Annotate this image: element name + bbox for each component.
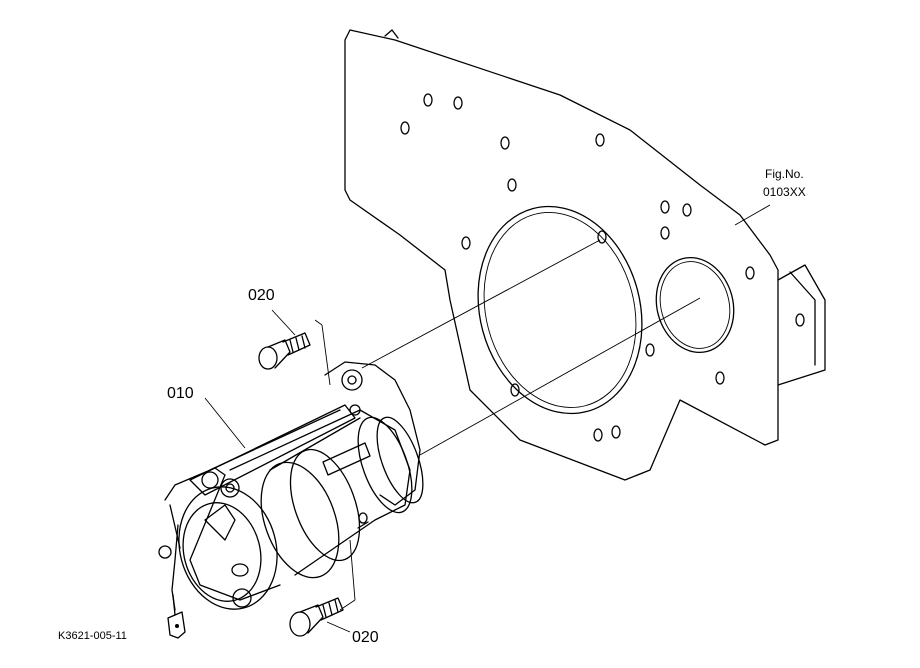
drawing-code: K3621-005-11	[58, 630, 127, 642]
part-label-020-bottom: 020	[352, 629, 379, 646]
starter-motor-icon	[158, 361, 424, 639]
engine-plate-icon	[344, 29, 826, 481]
fig-no-value: 0103XX	[763, 185, 806, 199]
fig-no-label: Fig.No.	[765, 167, 804, 181]
bolt-icon	[258, 332, 344, 637]
part-label-020-top: 020	[248, 287, 275, 304]
part-label-010: 010	[167, 385, 194, 402]
alignment-lines	[314, 239, 701, 611]
leader-lines	[204, 309, 351, 633]
